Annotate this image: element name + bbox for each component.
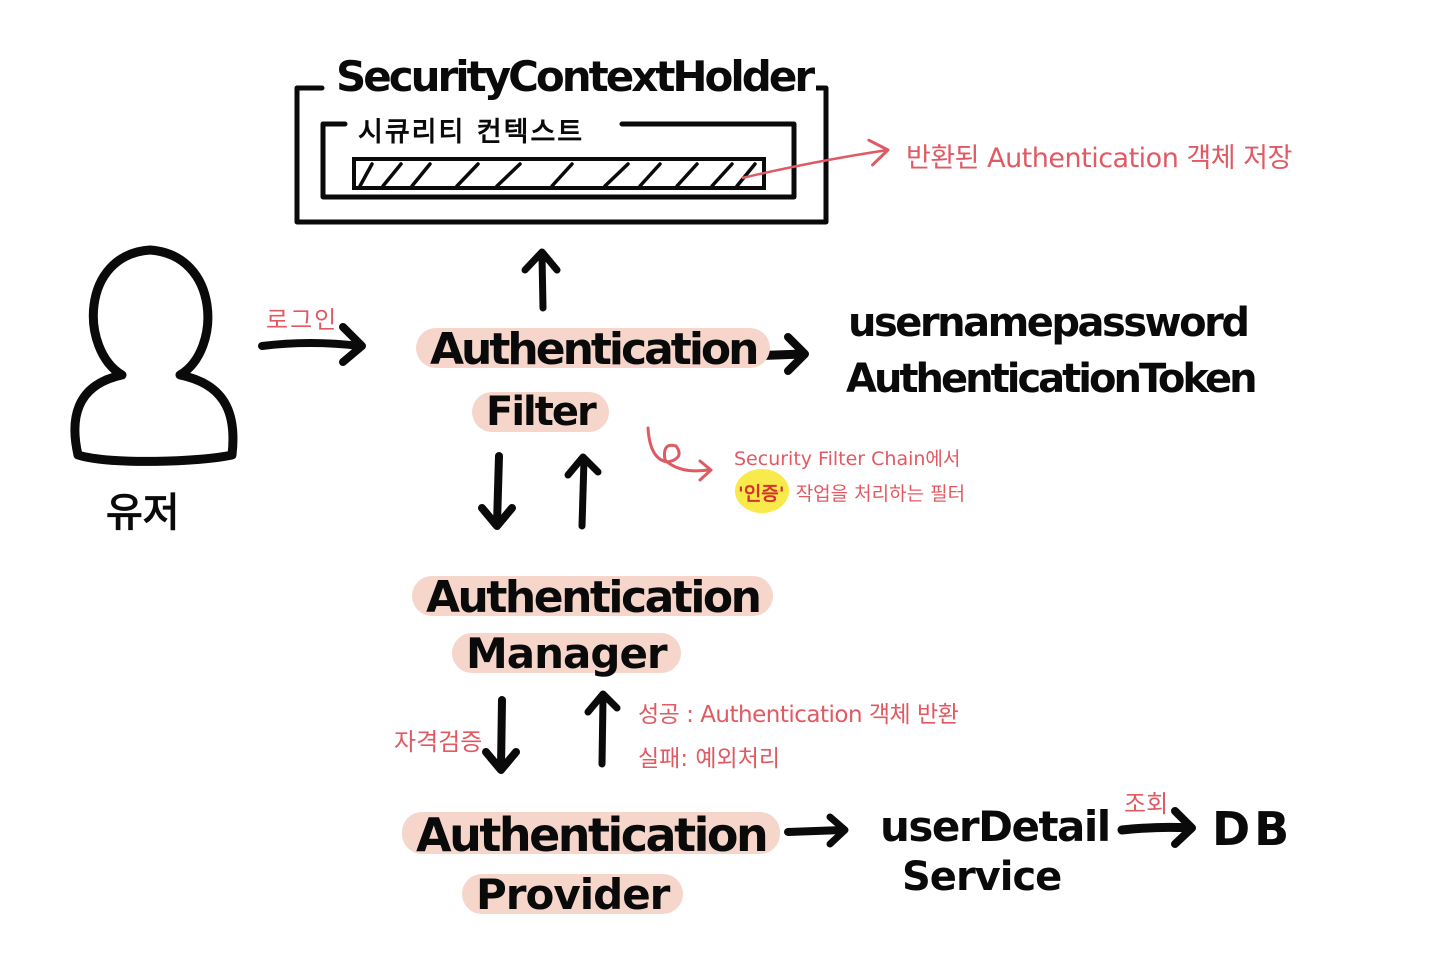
filter-to-manager-arrow [493, 452, 503, 528]
provider-node-line1: Authentication [402, 812, 781, 858]
context-holder-title: SecurityContextHolder [332, 52, 817, 101]
context-holder-box [294, 85, 829, 225]
service-line2: Service [902, 854, 1062, 900]
provider-node-line2: Provider [462, 874, 684, 916]
login-label: 로그인 [266, 306, 339, 334]
success-label: 성공 : Authentication 객체 반환 [638, 702, 959, 728]
stored-note-arrow [741, 138, 890, 180]
highlight-marker [735, 469, 789, 513]
token-line2: AuthenticationToken [846, 356, 1258, 402]
token-line1: usernamepassword [848, 300, 1250, 346]
manager-node-line2: Manager [452, 633, 681, 675]
person-icon [70, 245, 238, 466]
verify-label: 자격검증 [394, 728, 483, 756]
filter-note-rest: 작업을 처리하는 필터 [795, 483, 966, 505]
service-line1: userDetail [880, 802, 1111, 851]
provider-to-service-arrow [784, 826, 847, 836]
service-to-db-arrow [1117, 822, 1195, 835]
filter-node-line2: Filter [472, 392, 609, 432]
manager-to-filter-arrow [578, 456, 588, 530]
auth-highlight-word: '인증' [738, 483, 785, 505]
login-arrow [258, 339, 364, 350]
manager-node-line1: Authentication [412, 576, 774, 620]
db-label: DB [1212, 802, 1294, 856]
filter-to-context-arrow [538, 252, 547, 312]
filter-note-line1: Security Filter Chain에서 [734, 448, 961, 470]
filter-note-arrow [646, 426, 710, 473]
filter-node-line1: Authentication [416, 328, 771, 372]
security-context-box [320, 121, 797, 200]
security-context-title: 시큐리티 컨텍스트 [352, 110, 591, 149]
filter-note-line2: '인증' 작업을 처리하는 필터 [738, 479, 965, 506]
lookup-label: 조회 [1124, 790, 1169, 818]
user-label: 유저 [106, 490, 180, 536]
manager-to-provider-arrow [497, 696, 506, 772]
provider-to-manager-arrow [598, 694, 607, 768]
stored-note: 반환된 Authentication 객체 저장 [906, 143, 1292, 174]
authentication-slot [352, 157, 766, 190]
failure-label: 실패: 예외처리 [638, 746, 781, 772]
